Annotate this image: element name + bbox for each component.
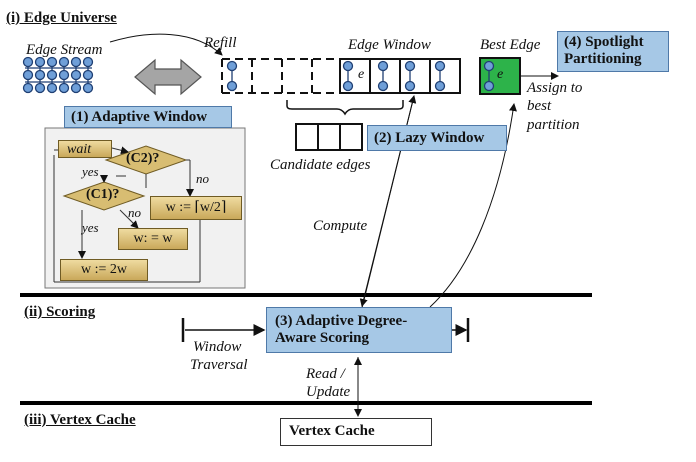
best-edge-e-label: e xyxy=(497,67,504,82)
candidate-brace xyxy=(286,100,404,116)
assign-best-arrow xyxy=(429,103,517,308)
w-same-box: w: = w xyxy=(118,228,188,250)
edge-e-label: e xyxy=(358,67,365,82)
window-traversal-label-1: Window xyxy=(193,339,242,355)
scoring-line-2: Aware Scoring xyxy=(275,330,370,346)
candidate-edges-label: Candidate edges xyxy=(270,157,371,173)
best-edge-label: Best Edge xyxy=(480,37,541,53)
no-label-1: no xyxy=(196,171,209,186)
assign-label-1: Assign to xyxy=(527,80,583,96)
vertex-cache-title: Vertex Cache xyxy=(289,423,375,439)
wait-box: wait xyxy=(58,140,112,158)
read-update-label-2: Update xyxy=(306,384,351,400)
refill-label: Refill xyxy=(204,35,237,51)
lazy-window-title: (2) Lazy Window xyxy=(374,130,485,146)
wait-label: wait xyxy=(67,142,92,157)
c1-diamond xyxy=(62,181,146,211)
c1-label: (C1)? xyxy=(86,187,120,202)
spotlight-line-1: (4) Spotlight xyxy=(564,34,644,50)
spotlight-line-2: Partitioning xyxy=(564,51,642,67)
scoring-line-1: (3) Adaptive Degree- xyxy=(275,313,408,329)
edge-stream-graphic xyxy=(22,56,94,94)
flowchart-connectors xyxy=(53,146,201,283)
section-edge-universe: (i) Edge Universe xyxy=(6,10,117,26)
w-half-label: w := ⌈w/2⌉ xyxy=(165,200,227,215)
double-arrow-icon xyxy=(134,58,202,96)
vertex-cache-box: Vertex Cache xyxy=(280,418,432,446)
yes-label-2: yes xyxy=(82,220,99,235)
lazy-window-box: (2) Lazy Window xyxy=(367,125,507,151)
window-traversal-label-2: Traversal xyxy=(190,357,248,373)
adaptive-window-title: (1) Adaptive Window xyxy=(71,109,208,125)
refill-arrow xyxy=(109,33,223,56)
window-edges xyxy=(226,60,446,92)
scoring-box: (3) Adaptive Degree- Aware Scoring xyxy=(266,307,452,353)
best-edge-edge xyxy=(483,60,495,92)
yes-label-1: yes xyxy=(82,164,99,179)
section-scoring: (ii) Scoring xyxy=(24,304,96,320)
assign-label-3: partition xyxy=(527,117,580,133)
edge-window xyxy=(221,58,461,94)
candidate-cells xyxy=(295,123,363,151)
adaptive-window-box: (1) Adaptive Window xyxy=(64,106,232,128)
no-label-2: no xyxy=(128,205,141,220)
read-update-label-1: Read / xyxy=(306,366,345,382)
compute-label: Compute xyxy=(313,218,368,234)
w-same-label: w: = w xyxy=(133,231,173,246)
edge-stream-label: Edge Stream xyxy=(26,42,103,58)
assign-label-2: best xyxy=(527,98,552,114)
traversal-bracket xyxy=(181,318,470,342)
spotlight-partitioning-box: (4) Spotlight Partitioning xyxy=(557,31,669,72)
section-vertex-cache: (iii) Vertex Cache xyxy=(24,412,136,428)
w-double-box: w := 2w xyxy=(60,259,148,281)
w-half-box: w := ⌈w/2⌉ xyxy=(150,196,242,220)
edge-window-label: Edge Window xyxy=(348,37,431,53)
c2-label: (C2)? xyxy=(126,151,160,166)
w-double-label: w := 2w xyxy=(80,262,127,277)
